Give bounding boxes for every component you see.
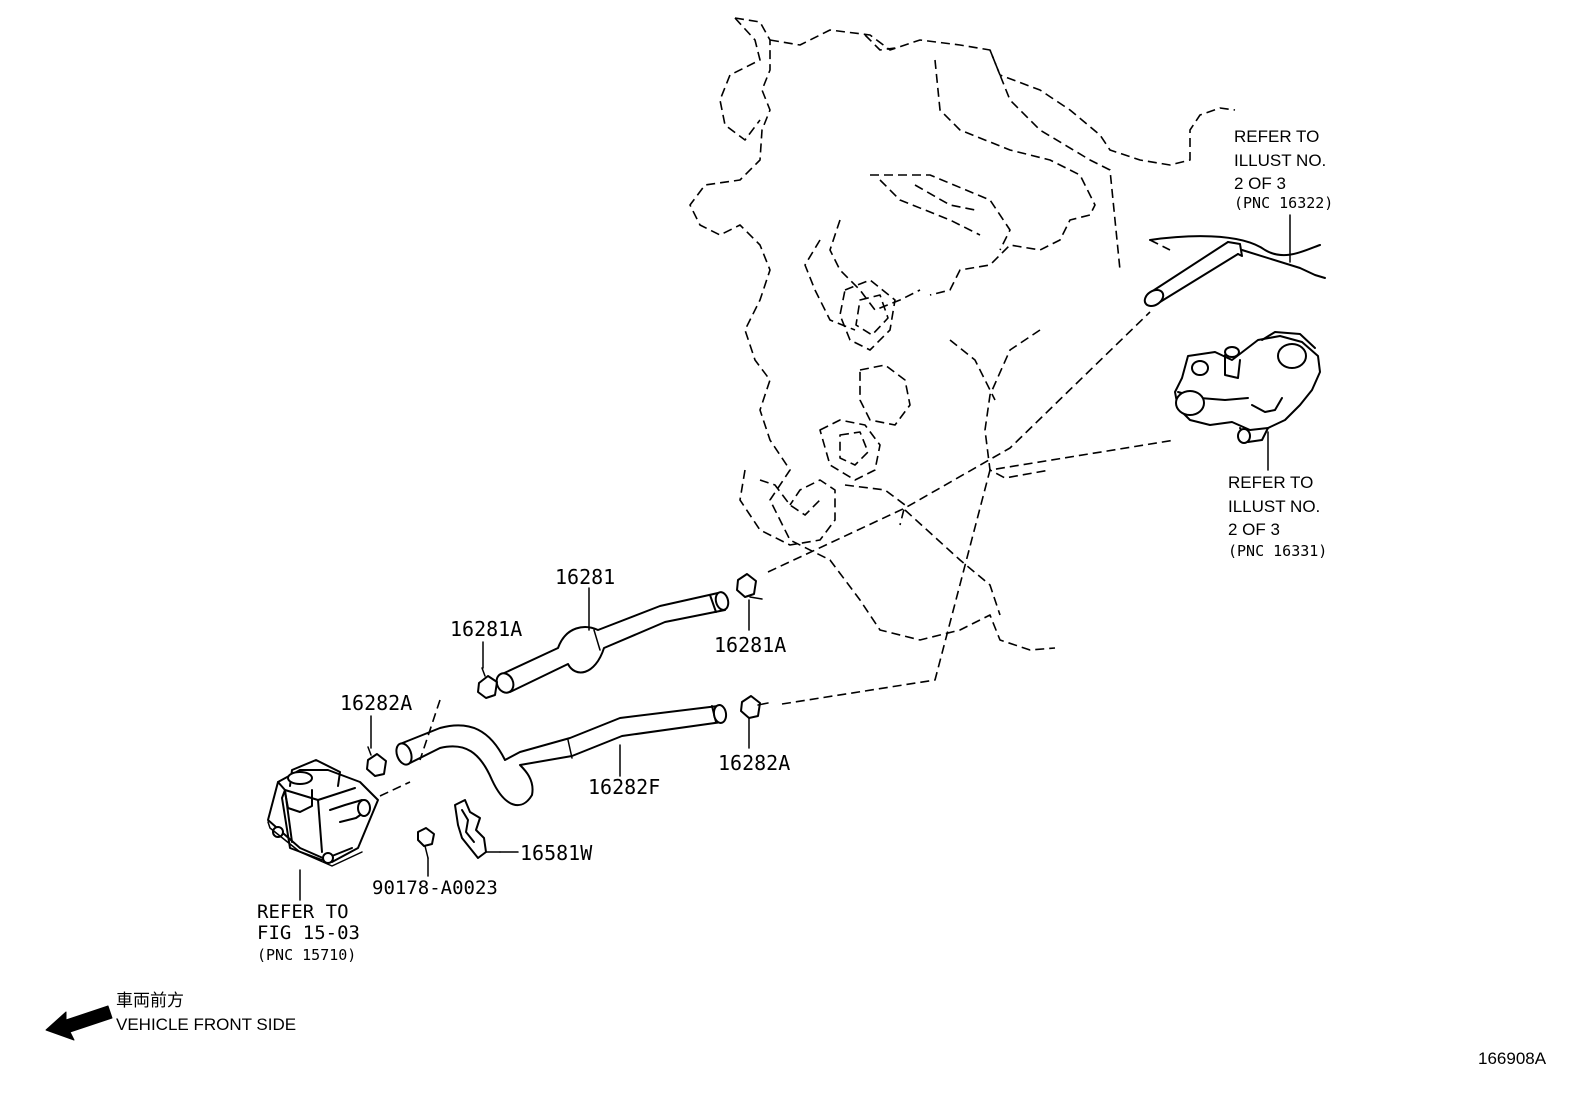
ref-line: ILLUST NO. [1234,151,1326,170]
leader-lines [299,214,1291,901]
label-16282F: 16282F [588,775,660,799]
thermostat-housing-16331 [1174,331,1321,444]
bolt-90178 [417,827,435,859]
diagram-id: 166908A [1478,1049,1547,1068]
ref-line: (PNC 15710) [257,946,356,964]
clamp-16281A-right [736,573,763,600]
label-90178-A0023: 90178-A0023 [372,877,498,899]
label-16581W: 16581W [520,841,593,865]
vehicle-front-label: VEHICLE FRONT SIDE [116,1015,296,1034]
clamp-16282A-right [740,695,769,719]
label-16282A-right: 16282A [718,751,790,775]
label-16282A-left: 16282A [340,691,412,715]
ref-line: FIG 15-03 [257,922,360,944]
bracket-16581W [454,799,501,859]
direction-arrow-icon [45,1005,113,1041]
ref-note-mid-right: REFER TO ILLUST NO. 2 OF 3 (PNC 16331) [1228,473,1327,560]
vehicle-front-label-jp: 車両前方 [116,991,184,1010]
ref-line: 2 OF 3 [1228,520,1280,539]
ref-line: REFER TO [1234,127,1319,146]
part-labels: 16281 16281A 16281A 16282A 16282A 16282F… [340,565,790,899]
ref-note-top-right: REFER TO ILLUST NO. 2 OF 3 (PNC 16322) [1234,127,1333,212]
hose-16281 [495,591,730,694]
engine-block-outline [689,17,1236,651]
water-pipe-16322 [1143,235,1326,308]
clamp-16281A-left [477,667,498,699]
ref-line: (PNC 16331) [1228,542,1327,560]
ref-line: REFER TO [257,901,349,923]
label-16281A-right: 16281A [714,633,786,657]
label-16281A-left: 16281A [450,617,522,641]
ref-line: (PNC 16322) [1234,194,1333,212]
oil-cooler-15710 [267,759,379,867]
ref-line: 2 OF 3 [1234,174,1286,193]
hose-16282F [395,704,728,806]
ref-line: REFER TO [1228,473,1313,492]
clamp-16282A-left [366,746,387,777]
connector-lines [379,311,1176,797]
ref-line: ILLUST NO. [1228,497,1320,516]
ref-note-bottom-left: REFER TO FIG 15-03 (PNC 15710) [257,901,360,964]
vehicle-front-indicator: 車両前方 VEHICLE FRONT SIDE [45,991,296,1041]
label-16281: 16281 [555,565,615,589]
